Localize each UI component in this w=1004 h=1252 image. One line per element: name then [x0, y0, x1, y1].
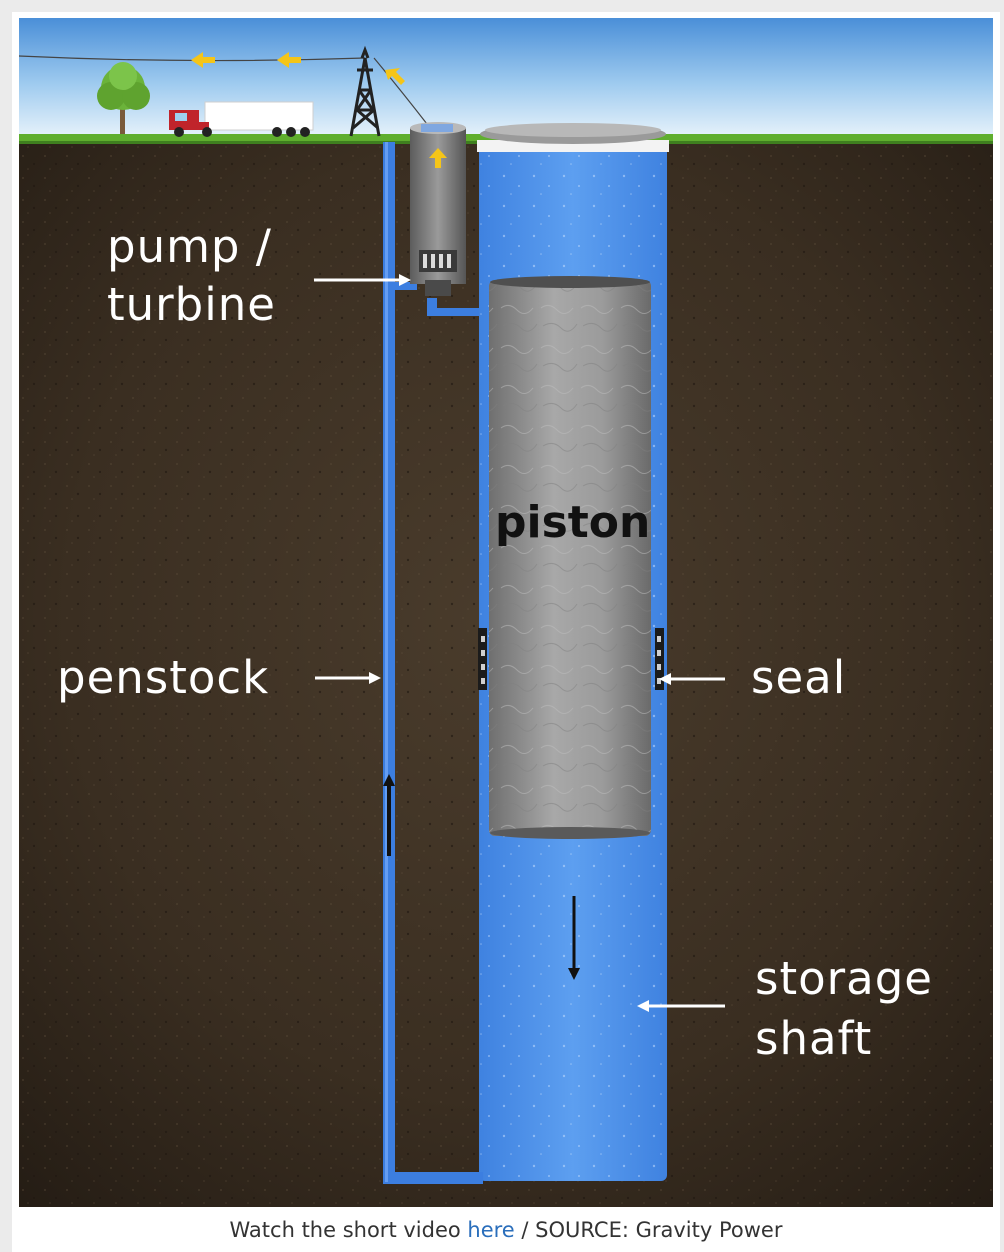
gravity-power-diagram: pump / turbine penstock piston seal stor…: [19, 18, 993, 1207]
pump-turbine-unit-icon: [410, 122, 466, 296]
power-tower-icon: [349, 45, 381, 137]
label-seal: seal: [751, 651, 846, 704]
caption-video-link[interactable]: here: [467, 1218, 515, 1242]
caption-suffix: / SOURCE: Gravity Power: [514, 1218, 783, 1242]
sky: [19, 18, 993, 138]
caption-prefix: Watch the short video: [229, 1218, 468, 1242]
tree-icon: [97, 62, 150, 134]
truck-icon: [169, 101, 314, 137]
penstock-pipe: [383, 142, 483, 1184]
power-line-arrow-icon: [385, 68, 405, 85]
power-line-arrow-icon: [191, 52, 301, 68]
power-line: [19, 55, 366, 62]
label-storage-line1: storage: [755, 952, 933, 1005]
pointer-seal: [659, 673, 725, 685]
pointer-penstock: [315, 672, 381, 684]
seal-left: [478, 628, 487, 690]
figure-caption: Watch the short video here / SOURCE: Gra…: [12, 1215, 1000, 1245]
figure: pump / turbine penstock piston seal stor…: [12, 12, 1000, 1252]
pointer-pump: [314, 274, 411, 286]
label-penstock: penstock: [57, 651, 269, 704]
seal-right: [655, 628, 664, 690]
flow-arrow-down: [568, 896, 580, 980]
label-pump-line2: turbine: [107, 278, 276, 331]
pump-energy-arrow-icon: [429, 148, 447, 168]
label-storage-line2: shaft: [755, 1012, 872, 1065]
pointer-storage: [637, 1000, 725, 1012]
label-piston: piston: [495, 497, 650, 548]
label-pump-line1: pump /: [107, 220, 272, 273]
flow-arrow-up: [383, 774, 395, 856]
